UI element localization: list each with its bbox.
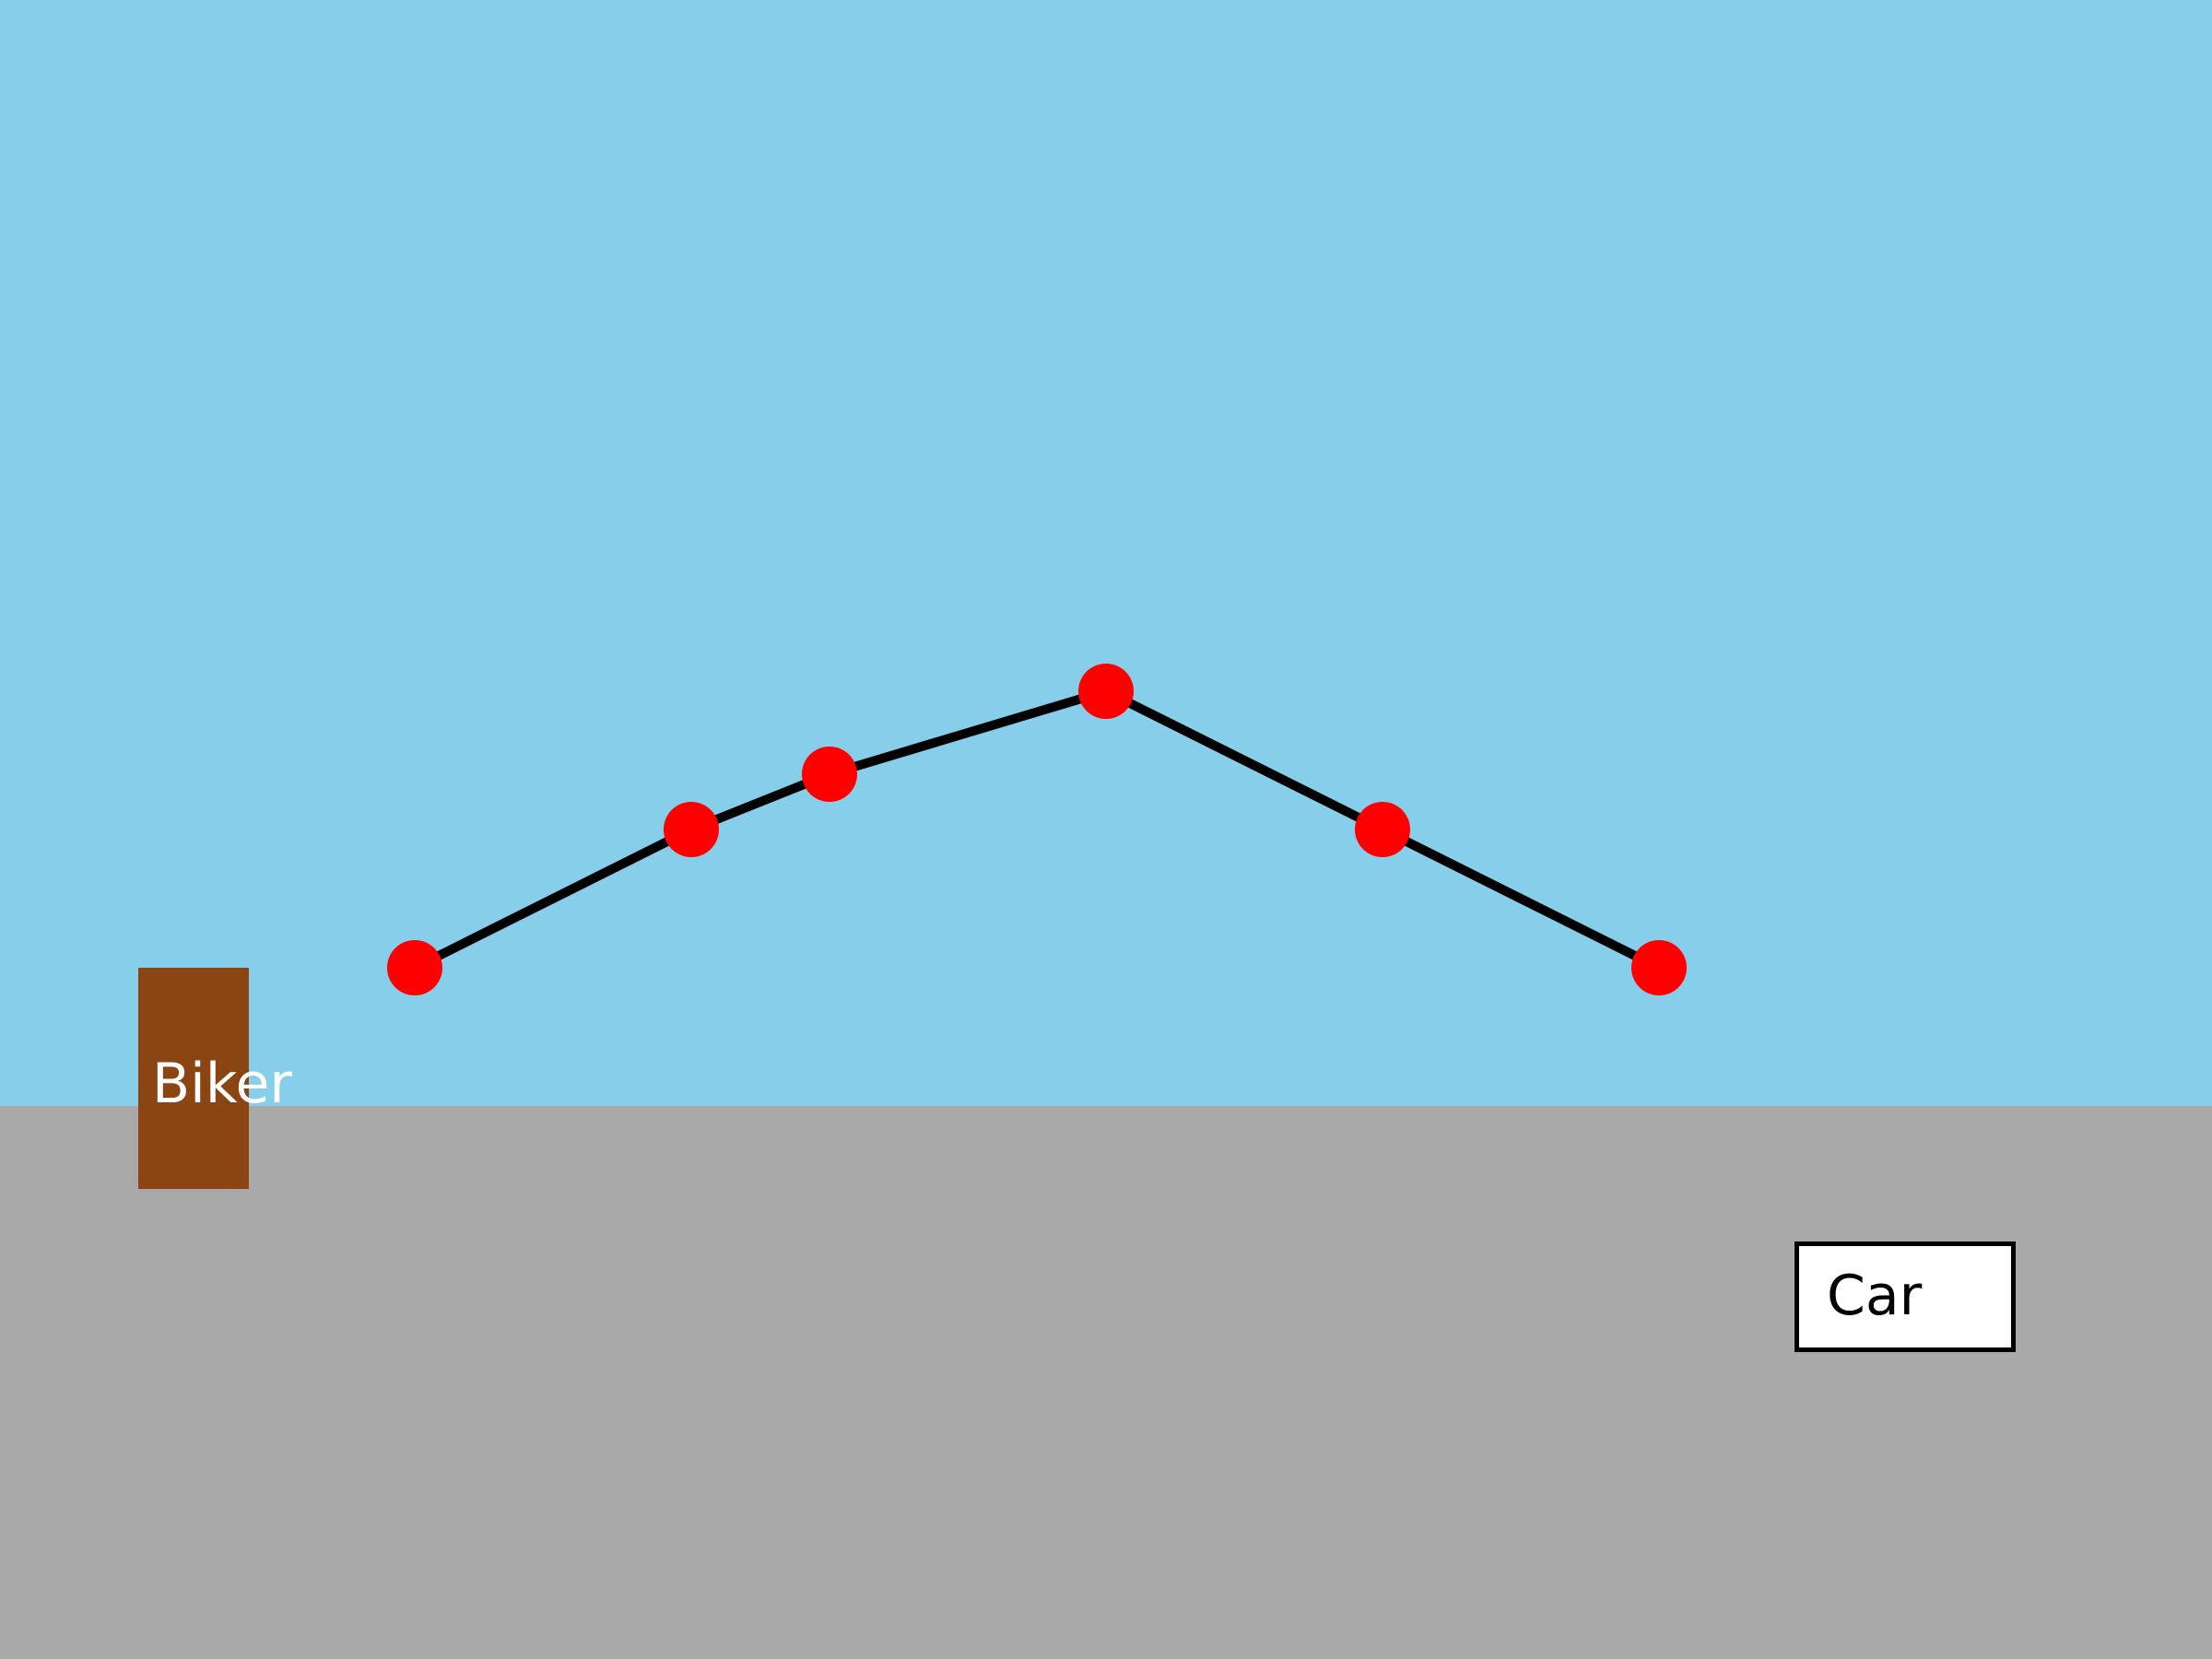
trajectory-point-6 (1631, 940, 1687, 995)
biker-label: Biker (152, 1052, 293, 1116)
trajectory-point-1 (387, 940, 442, 995)
trajectory-points (387, 664, 1687, 995)
car-label: Car (1827, 1264, 1923, 1328)
sky (0, 0, 2212, 1106)
trajectory-point-5 (1355, 802, 1410, 857)
ground (0, 1106, 2212, 1659)
car[interactable]: Car (1794, 1241, 2016, 1352)
trajectory-line (412, 687, 1662, 972)
trajectory-point-3 (802, 747, 857, 802)
biker[interactable]: Biker (138, 968, 292, 1189)
trajectory-point-4 (1078, 664, 1134, 719)
trajectory-point-2 (664, 802, 719, 857)
